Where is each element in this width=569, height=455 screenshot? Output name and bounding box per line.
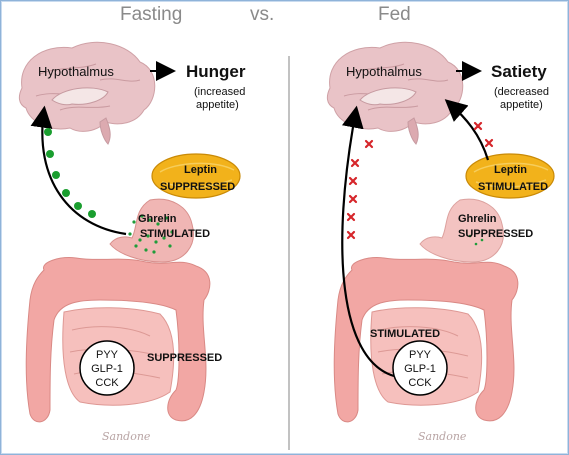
gut-hormone-1: PYY: [96, 349, 119, 361]
leptin-fat-cell: [151, 153, 241, 199]
hunger-note-line2: appetite): [196, 99, 239, 111]
gut-hormone-3: CCK: [95, 377, 119, 389]
gut-x-marks: [346, 139, 374, 240]
gut-hormone-circle: [79, 340, 135, 396]
header-fed: Fed: [378, 4, 411, 25]
stomach-illustration: [419, 198, 504, 263]
hypothalamus-label: Hypothalmus: [38, 64, 114, 79]
artist-signature: Sandone: [418, 430, 467, 443]
satiety-label: Satiety: [491, 62, 547, 81]
right-panel: Hypothalmus Satiety (decreased appetite)…: [326, 41, 555, 443]
leptin-state: SUPPRESSED: [160, 181, 235, 193]
ghrelin-dots: [128, 214, 174, 254]
header-vs: vs.: [250, 4, 274, 25]
hunger-label: Hunger: [186, 62, 246, 81]
gut-hormone-3: CCK: [408, 377, 432, 389]
ghrelin-signal-arrow: [30, 105, 127, 236]
leptin-label: Leptin: [494, 164, 527, 176]
gut-state-label: STIMULATED: [370, 328, 440, 340]
artist-signature: Sandone: [102, 430, 151, 443]
leptin-state: STIMULATED: [478, 181, 548, 193]
gut-signal-arrow: [341, 105, 395, 378]
satiety-note-line2: appetite): [500, 99, 543, 111]
gut-state-label: SUPPRESSED: [147, 352, 222, 364]
ghrelin-state: SUPPRESSED: [458, 228, 533, 240]
header-fasting: Fasting: [120, 4, 182, 25]
leptin-signal-arrow: [444, 99, 490, 161]
gut-hormone-1: PYY: [409, 349, 432, 361]
leptin-fat-cell: [465, 153, 555, 199]
intestine-illustration: [25, 257, 211, 423]
ghrelin-dots: [468, 234, 484, 246]
green-signal-dots: [44, 128, 96, 218]
brain-illustration: [18, 41, 156, 145]
ghrelin-label: Ghrelin: [458, 213, 497, 225]
stomach-illustration: [109, 198, 194, 263]
gut-hormone-2: GLP-1: [91, 363, 123, 375]
satiety-note-line1: (decreased: [494, 86, 549, 98]
hypothalamus-label: Hypothalmus: [346, 64, 422, 79]
leptin-x-marks: [473, 121, 494, 148]
brain-illustration: [326, 41, 464, 145]
hunger-note-line1: (increased: [194, 86, 245, 98]
gut-hormone-circle: [392, 340, 448, 396]
ghrelin-state: STIMULATED: [140, 228, 210, 240]
left-panel: Hypothalmus Hunger (increased appetite) …: [18, 41, 246, 443]
gut-hormone-2: GLP-1: [404, 363, 436, 375]
leptin-label: Leptin: [184, 164, 217, 176]
ghrelin-label: Ghrelin: [138, 213, 177, 225]
